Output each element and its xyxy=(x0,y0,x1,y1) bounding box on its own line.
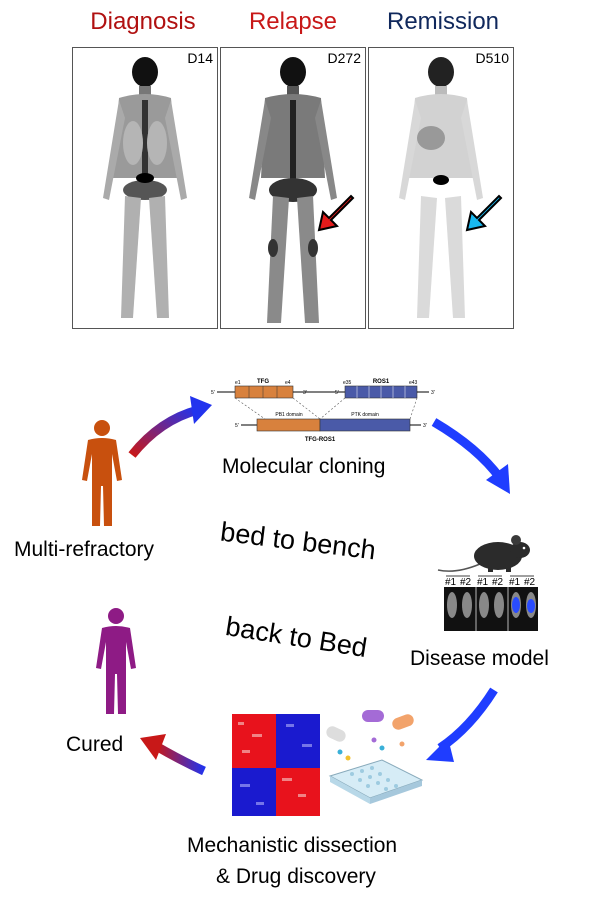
scan-day-label: D272 xyxy=(327,50,361,66)
label-3prime-top-ros1: 3' xyxy=(431,390,435,396)
body-scan-image xyxy=(399,57,483,318)
label-5prime-bottom: 5' xyxy=(235,423,239,429)
label-molecular-cloning: Molecular cloning xyxy=(222,455,386,478)
label-3prime-bottom: 3' xyxy=(423,423,427,429)
arrow-cloning-to-model xyxy=(431,418,504,481)
label-mechanistic-dissection: Mechanistic dissection xyxy=(187,834,398,857)
arrow-patient-to-cloning xyxy=(128,405,200,458)
remission-arrow-icon xyxy=(465,194,503,232)
label-pb1-domain: PB1 domain xyxy=(275,412,302,418)
patient-cured-icon xyxy=(96,608,136,714)
mouse-label-2b: #2 xyxy=(492,577,504,588)
pet-scan-remission: D510 xyxy=(368,47,514,329)
label-3prime-top-tfg: 3' xyxy=(303,390,307,396)
label-drug-discovery: & Drug discovery xyxy=(216,865,376,888)
bioluminescence-imaging: #1 #2 #1 #2 #1 #2 xyxy=(444,575,538,631)
scan-day-label: D14 xyxy=(187,50,213,66)
label-cured: Cured xyxy=(66,733,124,756)
arrow-dissection-to-cured xyxy=(153,742,206,776)
mouse-label-1a: #1 xyxy=(445,577,457,588)
heatmap-image xyxy=(232,714,320,816)
drug-screening-icon xyxy=(326,710,424,804)
label-e43: e43 xyxy=(409,380,418,386)
arrow-head-cloning xyxy=(190,396,212,424)
label-ptk-domain: PTK domain xyxy=(351,412,379,418)
label-multi-refractory: Multi-refractory xyxy=(14,538,155,561)
mouse-label-2a: #2 xyxy=(460,577,472,588)
label-5prime-top: 5' xyxy=(211,390,215,396)
stage-title-relapse: Relapse xyxy=(248,8,338,35)
body-scan-image xyxy=(249,57,337,323)
pet-scan-diagnosis: D14 xyxy=(72,47,218,329)
mouse-label-1c: #1 xyxy=(509,577,521,588)
scan-day-label: D510 xyxy=(475,50,509,66)
arrow-head-dissection xyxy=(426,738,454,762)
label-tfg: TFG xyxy=(257,379,269,385)
patient-refractory-icon xyxy=(82,420,122,526)
mouse-label-1b: #1 xyxy=(477,577,489,588)
arrow-head-model xyxy=(486,464,510,494)
mouse-label-2c: #2 xyxy=(524,577,536,588)
label-e35: e35 xyxy=(343,380,352,386)
arrow-head-cured xyxy=(140,734,166,760)
label-5prime-top-ros1: 5' xyxy=(335,390,339,396)
label-e1: e1 xyxy=(235,380,241,386)
label-e4: e4 xyxy=(285,380,291,386)
stage-title-diagnosis: Diagnosis xyxy=(90,8,196,35)
label-disease-model: Disease model xyxy=(410,647,549,670)
relapse-arrow-icon xyxy=(317,194,355,232)
label-ros1: ROS1 xyxy=(373,379,390,385)
label-fusion: TFG-ROS1 xyxy=(305,437,336,443)
body-scan-image xyxy=(103,57,187,318)
mouse-icon xyxy=(437,535,530,572)
pet-scan-relapse: D272 xyxy=(220,47,366,329)
stage-title-remission: Remission xyxy=(386,8,500,35)
tfg-ros1-construct-diagram: TFG ROS1 e1 e4 e35 e43 5' 3' 5' 3' PB1 d… xyxy=(211,379,435,443)
